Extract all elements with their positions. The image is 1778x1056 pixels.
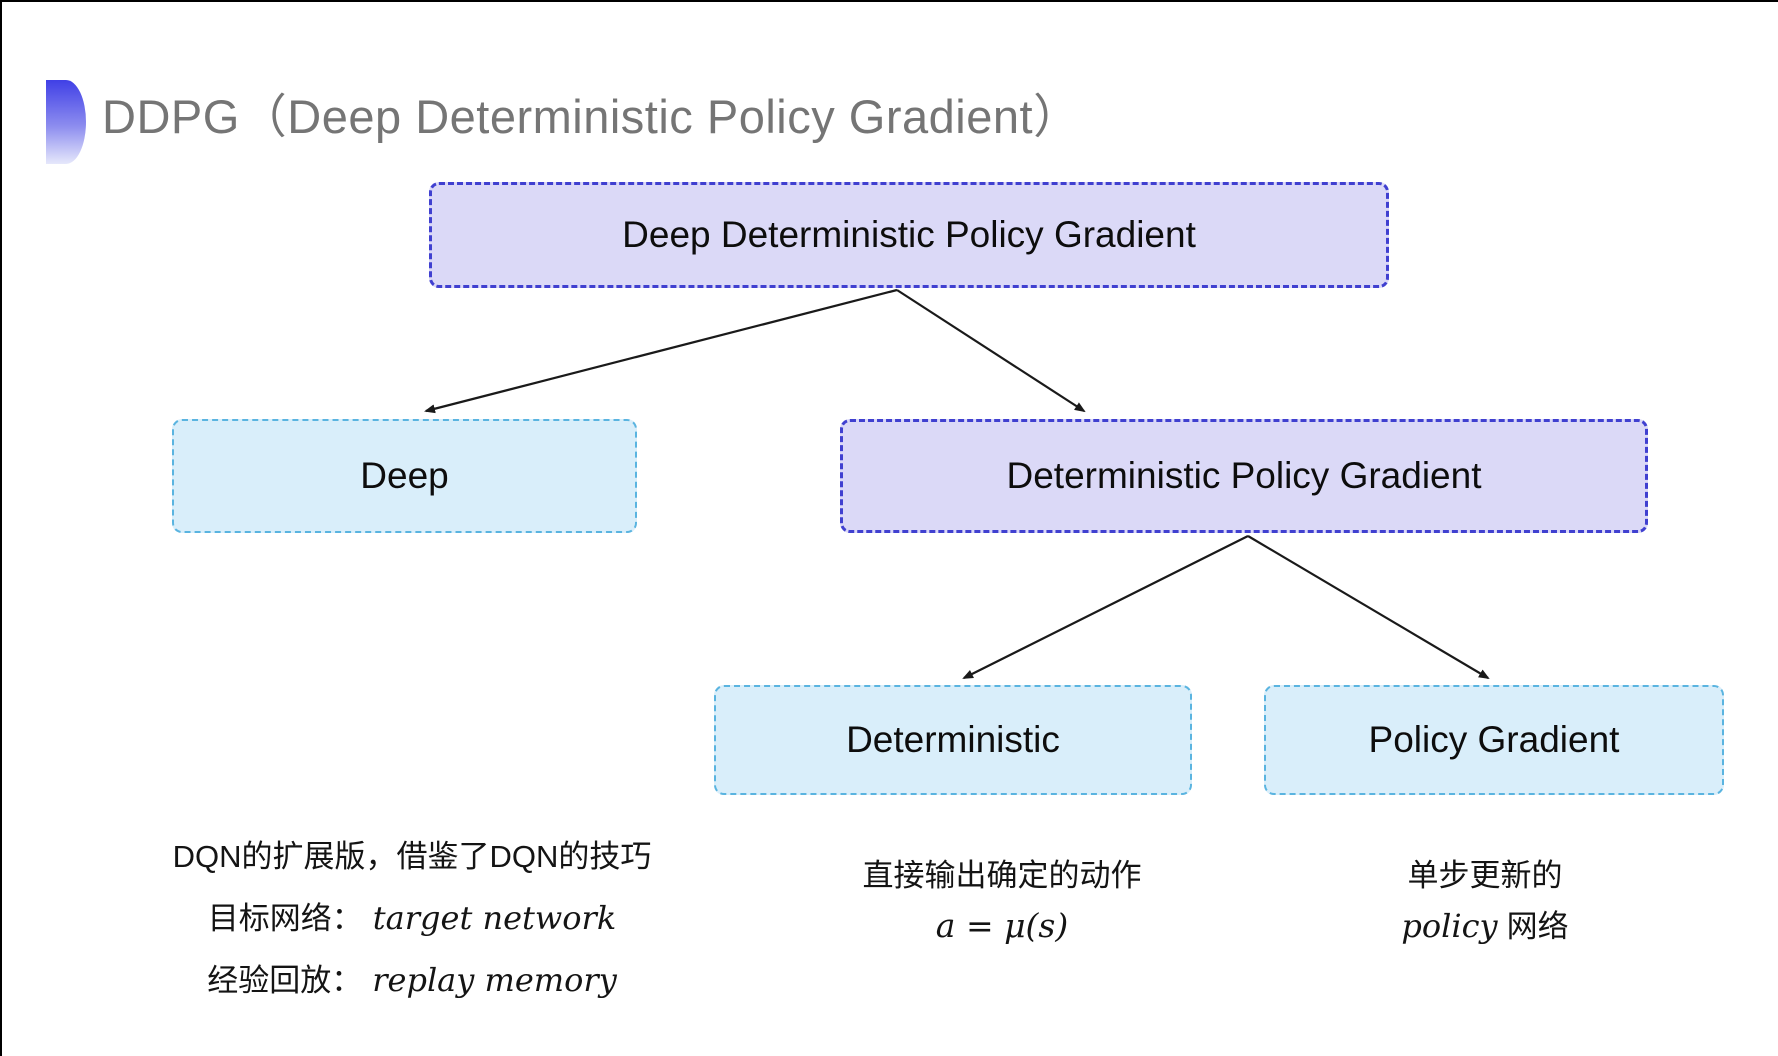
note-label: 网络 [1506, 909, 1569, 944]
node-label: Deterministic [846, 719, 1060, 760]
node-label: Deep [360, 455, 449, 496]
node-label: Deterministic Policy Gradient [1006, 455, 1482, 496]
node-deep[interactable]: Deep [172, 419, 637, 533]
note-term: replay memory [372, 961, 617, 999]
title-bullet-icon [46, 80, 86, 164]
note-label: 经验回放： [207, 963, 363, 998]
note-term: policy [1401, 907, 1498, 945]
node-label: Policy Gradient [1368, 719, 1620, 760]
note-deterministic-action: 直接输出确定的动作 a = μ(s) [792, 854, 1212, 948]
node-deterministic-policy-gradient[interactable]: Deterministic Policy Gradient [840, 419, 1648, 533]
note-label: 目标网络： [207, 901, 363, 936]
page-title: DDPG（Deep Deterministic Policy Gradient） [102, 90, 1081, 143]
note-formula: a = μ(s) [935, 906, 1069, 945]
note-deep-dqn: DQN的扩展版，借鉴了DQN的技巧 目标网络： target network 经验… [112, 835, 712, 1003]
note-line: DQN的扩展版，借鉴了DQN的技巧 [172, 839, 652, 874]
note-term: target network [372, 899, 617, 937]
note-line: 目标网络： target network [208, 896, 616, 941]
node-policy-gradient[interactable]: Policy Gradient [1264, 685, 1724, 795]
note-line: 经验回放： replay memory [207, 958, 617, 1003]
node-deep-deterministic-policy-gradient[interactable]: Deep Deterministic Policy Gradient [429, 182, 1389, 288]
node-deterministic[interactable]: Deterministic [714, 685, 1192, 795]
edge-dpg-to-deterministic [962, 535, 1249, 679]
edge-ddpg-to-deep [424, 288, 898, 414]
note-line: 单步更新的 [1407, 858, 1563, 893]
node-label: Deep Deterministic Policy Gradient [622, 214, 1196, 255]
note-line: 直接输出确定的动作 [862, 858, 1142, 893]
edge-ddpg-to-dpg [896, 289, 1086, 413]
edge-dpg-to-policy-gradient [1247, 535, 1490, 680]
